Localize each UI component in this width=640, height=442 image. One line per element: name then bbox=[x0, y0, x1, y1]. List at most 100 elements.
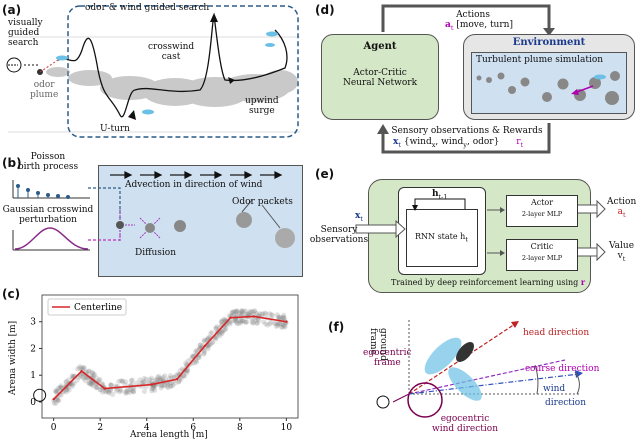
panel-c-label: (c) bbox=[2, 287, 21, 301]
plume-scatter-point bbox=[93, 385, 99, 391]
plume-scatter-point bbox=[137, 377, 143, 383]
plume-scatter-point bbox=[158, 376, 164, 382]
plot-frame bbox=[41, 294, 299, 419]
direction-text: direction bbox=[545, 398, 587, 408]
plume-scatter-point bbox=[213, 335, 219, 341]
panel-a-label: (a) bbox=[2, 3, 22, 17]
plume-scatter-point bbox=[197, 342, 203, 348]
plume-scatter-point bbox=[97, 376, 103, 382]
plume-scatter-point bbox=[275, 323, 281, 329]
plume-scatter-point bbox=[183, 370, 189, 376]
plume-scatter-point bbox=[51, 400, 57, 406]
agent-title: Agent bbox=[363, 41, 397, 52]
plume-scatter-point bbox=[270, 312, 276, 318]
plume-scatter-point bbox=[281, 312, 287, 318]
plume-scatter-point bbox=[164, 383, 170, 389]
plume-scatter-point bbox=[201, 350, 207, 356]
plume-scatter-point bbox=[196, 354, 202, 360]
plume-scatter-point bbox=[253, 317, 259, 323]
plume-scatter-point bbox=[91, 372, 97, 378]
x-tick-label: 8 bbox=[237, 423, 243, 433]
plume-scatter-point bbox=[124, 386, 130, 392]
egocentric-frame-text: egocentric frame bbox=[363, 348, 412, 368]
y-tick-label: 2 bbox=[30, 344, 36, 354]
plume-scatter-point bbox=[192, 360, 198, 366]
plume-scatter-point bbox=[236, 321, 242, 327]
plume-scatter-point bbox=[54, 396, 60, 402]
plume-scatter-point bbox=[207, 341, 213, 347]
plume-scatter-point bbox=[69, 382, 75, 388]
environment-subtitle: Turbulent plume simulation bbox=[476, 55, 604, 65]
plume-scatter-point bbox=[156, 376, 162, 382]
plume-scatter-point bbox=[277, 315, 283, 321]
plume-scatter-point bbox=[251, 320, 257, 326]
plume-scatter-point bbox=[219, 319, 225, 325]
plume-scatter-point bbox=[254, 311, 260, 317]
centerline-point bbox=[285, 320, 288, 323]
plume-scatter-point bbox=[277, 321, 283, 327]
plume-scatter-point bbox=[231, 318, 237, 324]
plume-scatter-point bbox=[208, 330, 214, 336]
plume-scatter-point bbox=[141, 388, 147, 394]
plume-scatter-point bbox=[281, 315, 287, 321]
plume-scatter-point bbox=[252, 308, 258, 314]
head-direction-text: head direction bbox=[523, 328, 590, 338]
plume-scatter-point bbox=[213, 336, 219, 342]
critic-box bbox=[506, 239, 578, 271]
plume-scatter-point bbox=[160, 382, 166, 388]
plume-scatter-point bbox=[185, 358, 191, 364]
plume-scatter-point bbox=[220, 328, 226, 334]
y-tick-label: 0 bbox=[30, 398, 36, 408]
plume-scatter-point bbox=[239, 309, 245, 315]
centerline-point bbox=[229, 316, 232, 319]
plume-scatter-point bbox=[262, 310, 268, 316]
plume-scatter-point bbox=[251, 311, 257, 317]
plume-scatter-point bbox=[181, 373, 187, 379]
plume-scatter-point bbox=[205, 346, 211, 352]
plume-scatter-point bbox=[172, 374, 178, 380]
panel-e-arrows bbox=[355, 198, 606, 262]
plume-scatter-point bbox=[122, 389, 128, 395]
plume-scatter-point bbox=[203, 337, 209, 343]
plume-scatter-point bbox=[140, 379, 146, 385]
plume-scatter-point bbox=[242, 308, 248, 314]
plume-scatter-point bbox=[280, 322, 286, 328]
plume-scatter-point bbox=[241, 308, 247, 314]
plume-scatter-point bbox=[282, 324, 288, 330]
plume-scatter-point bbox=[117, 386, 123, 392]
plume-scatter-point bbox=[227, 320, 233, 326]
panel-b-drawing bbox=[12, 171, 295, 251]
plume-scatter-point bbox=[213, 325, 219, 331]
gaussian-curve-plot bbox=[12, 227, 90, 251]
plume-scatter-point bbox=[259, 311, 265, 317]
plume-scatter-point bbox=[53, 389, 59, 395]
plume-scatter-point bbox=[248, 309, 254, 315]
centerline-point bbox=[52, 398, 55, 401]
plume-scatter-point bbox=[69, 383, 75, 389]
plume-scatter-point bbox=[209, 339, 215, 345]
egocentric-circle bbox=[407, 382, 443, 418]
plume-scatter-point bbox=[152, 387, 158, 393]
plume-scatter-point bbox=[238, 318, 244, 324]
plume-scatter-point bbox=[119, 378, 125, 384]
plume-scatter-point bbox=[218, 319, 224, 325]
plume-scatter-point bbox=[128, 387, 134, 393]
panel-e: (e) Actor 2-layer MLP Critic 2-layer MLP… bbox=[310, 165, 640, 305]
fly-wing bbox=[424, 337, 462, 375]
plume-scatter-point bbox=[159, 377, 165, 383]
rnn-state-label: RNN state ht bbox=[415, 232, 468, 244]
x-tick-label: 0 bbox=[51, 423, 57, 433]
x-tick-label: 10 bbox=[281, 423, 293, 433]
plume-scatter-point bbox=[267, 319, 273, 325]
plume-scatter-point bbox=[159, 382, 165, 388]
plume-scatter-point bbox=[66, 377, 72, 383]
plume-scatter-point bbox=[219, 329, 225, 335]
plume-scatter-point bbox=[190, 353, 196, 359]
plume-scatter-point bbox=[106, 388, 112, 394]
plume-scatter-point bbox=[233, 318, 239, 324]
plume-scatter-point bbox=[147, 377, 153, 383]
plume-scatter-point bbox=[96, 377, 102, 383]
plume-scatter-point bbox=[239, 308, 245, 314]
plume-scatter-point bbox=[159, 383, 165, 389]
plume-scatter-point bbox=[158, 385, 164, 391]
